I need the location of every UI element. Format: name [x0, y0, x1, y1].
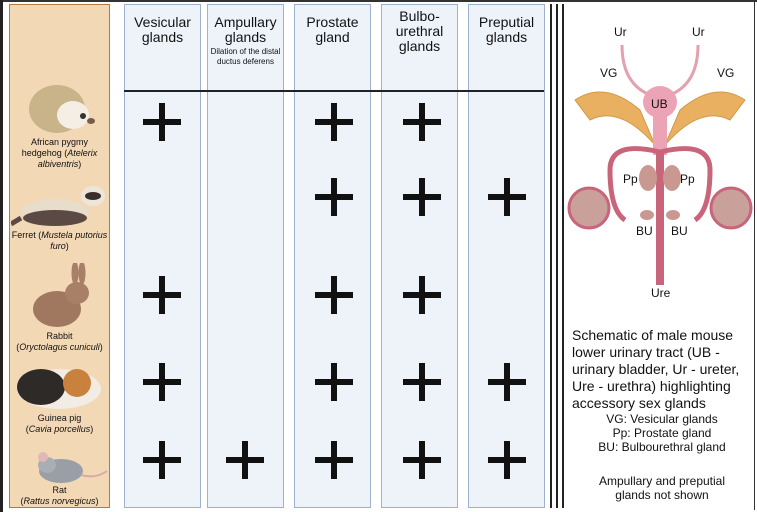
- animal-latin-name: Cavia porcellus: [28, 424, 91, 434]
- paren: (: [20, 496, 24, 506]
- presence-plus-icon: [143, 363, 181, 401]
- label-vg-left: VG: [600, 66, 618, 80]
- divider-line: [556, 4, 558, 508]
- left-border: [0, 0, 3, 512]
- presence-plus-icon: [488, 363, 526, 401]
- presence-plus-icon: [315, 178, 353, 216]
- guinea-pig-illustration: [16, 369, 101, 409]
- column-header: Prostate gland: [306, 14, 359, 45]
- column-header: Vesicular glands: [134, 14, 191, 45]
- presence-plus-icon: [315, 276, 353, 314]
- divider-line: [562, 4, 564, 508]
- animal-common-name: Rabbit: [46, 331, 73, 341]
- label-ub: UB: [651, 97, 668, 111]
- paren: ): [90, 424, 94, 434]
- rabbit-illustration: [32, 263, 89, 327]
- legend: VG: Vesicular glands Pp: Prostate gland …: [572, 412, 752, 454]
- animal-latin-name: Mustela putorius furo: [41, 230, 108, 251]
- presence-plus-icon: [143, 103, 181, 141]
- label-bu-right: BU: [671, 224, 688, 238]
- legend-item: BU: Bulbourethral gland: [598, 440, 726, 454]
- column-vesicular-glands: Vesicular glands: [124, 4, 201, 508]
- hedgehog-illustration: [28, 85, 95, 133]
- paren: ): [99, 342, 103, 352]
- animal-guinea-pig: Guinea pig (Cavia porcellus): [10, 363, 109, 435]
- presence-plus-icon: [488, 178, 526, 216]
- paren: (: [25, 424, 29, 434]
- label-pp-left: Pp: [623, 172, 638, 186]
- paren: ): [95, 496, 99, 506]
- presence-plus-icon: [143, 276, 181, 314]
- animal-latin-name: Atelerix albiventris: [37, 148, 98, 169]
- header-divider: [124, 90, 544, 92]
- animal-common-name: African pygmy hedgehog (: [21, 137, 89, 158]
- presence-plus-icon: [403, 103, 441, 141]
- animal-common-name: Ferret (: [11, 230, 42, 240]
- animal-latin-name: Rattus norvegicus: [23, 496, 96, 506]
- presence-plus-icon: [143, 441, 181, 479]
- presence-plus-icon: [488, 441, 526, 479]
- legend-item: VG: Vesicular glands: [606, 412, 718, 426]
- column-header: Bulbo-urethral glands: [395, 8, 444, 54]
- animal-ferret: Ferret (Mustela putorius furo): [10, 178, 109, 252]
- column-header: Preputial glands: [478, 14, 535, 45]
- animal-rabbit: Rabbit (Oryctolagus cuniculi): [10, 263, 109, 353]
- column-bulbourethral-glands: Bulbo-urethral glands: [381, 4, 458, 508]
- presence-plus-icon: [403, 363, 441, 401]
- paren: ): [65, 241, 69, 251]
- animal-rat: Rat (Rattus norvegicus): [10, 449, 109, 507]
- label-ure: Ure: [651, 286, 671, 300]
- rat-illustration: [37, 452, 108, 483]
- column-prostate-gland: Prostate gland: [294, 4, 371, 508]
- animal-common-name: Rat: [52, 485, 67, 495]
- note: Ampullary and preputial glands not shown: [598, 474, 726, 502]
- presence-plus-icon: [403, 178, 441, 216]
- column-subtitle: Dilation of the distal ductus deferens: [210, 47, 281, 66]
- animal-hedgehog: African pygmy hedgehog (Atelerix albiven…: [10, 71, 109, 170]
- ferret-illustration: [10, 186, 105, 227]
- label-vg-right: VG: [717, 66, 735, 80]
- label-bu-left: BU: [636, 224, 653, 238]
- paren: (: [16, 342, 20, 352]
- label-ureter-right: Ur: [692, 25, 705, 39]
- presence-plus-icon: [403, 276, 441, 314]
- top-border: [0, 0, 757, 2]
- schematic-caption: Schematic of male mouse lower urinary tr…: [572, 327, 740, 411]
- column-preputial-glands: Preputial glands: [468, 4, 545, 508]
- presence-plus-icon: [403, 441, 441, 479]
- column-title: Ampullary glands: [214, 14, 277, 45]
- divider-line: [550, 4, 552, 508]
- animal-latin-name: Oryctolagus cuniculi: [19, 342, 100, 352]
- presence-plus-icon: [226, 441, 264, 479]
- label-ureter-left: Ur: [614, 25, 627, 39]
- urinary-tract-schematic: [567, 44, 753, 285]
- presence-plus-icon: [315, 363, 353, 401]
- legend-item: Pp: Prostate gland: [612, 426, 712, 440]
- presence-plus-icon: [315, 103, 353, 141]
- paren: ): [78, 159, 82, 169]
- label-pp-right: Pp: [680, 172, 695, 186]
- animal-common-name: Guinea pig: [37, 413, 82, 423]
- animal-panel: African pygmy hedgehog (Atelerix albiven…: [9, 4, 110, 508]
- presence-plus-icon: [315, 441, 353, 479]
- right-border: [753, 2, 755, 510]
